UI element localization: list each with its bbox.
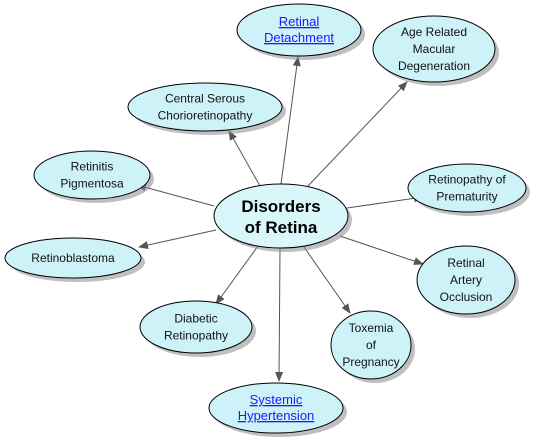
node-label-diabetic-retinopathy-line-1: Diabetic	[174, 312, 217, 326]
node-shape-central-serous-chorioretinopathy	[127, 82, 283, 132]
node-label-toxemia-of-pregnancy-line-1: Toxemia	[349, 321, 394, 335]
node-label-toxemia-of-pregnancy-line-2: of	[366, 338, 377, 352]
connector-age-related-macular-degeneration	[306, 81, 408, 188]
node-label-toxemia-of-pregnancy-line-3: Pregnancy	[342, 355, 399, 369]
node-label-diabetic-retinopathy-line-2: Retinopathy	[164, 329, 228, 343]
node-label-systemic-hypertension-line-2[interactable]: Hypertension	[238, 408, 315, 423]
node-label-retinopathy-of-prematurity-line-1: Retinopathy of	[428, 173, 506, 187]
node-shape-systemic-hypertension[interactable]	[208, 382, 344, 434]
node-label-retinopathy-of-prematurity-line-2: Prematurity	[436, 190, 497, 204]
node-shape-retinitis-pigmentosa	[33, 150, 151, 200]
node-label-central-serous-chorioretinopathy-line-2: Chorioretinopathy	[158, 109, 253, 123]
connector-retinal-detachment	[280, 56, 301, 185]
node-label-retinitis-pigmentosa-line-1: Retinitis	[71, 160, 114, 174]
node-label-age-related-macular-degeneration-line-3: Degeneration	[398, 59, 470, 73]
central-topic-line-1: Disorders	[241, 197, 320, 216]
node-label-systemic-hypertension-line-1[interactable]: Systemic	[250, 392, 303, 407]
connector-toxemia-of-pregnancy	[303, 246, 351, 314]
connector-lines	[136, 56, 424, 382]
central-topic: Disorders of Retina	[213, 183, 352, 252]
connector-retinopathy-of-prematurity	[346, 194, 424, 209]
node-shape-retinoblastoma	[4, 237, 142, 279]
node-label-retinal-artery-occlusion-line-1: Retinal	[447, 256, 484, 270]
node-shape-retinal-artery-occlusion	[416, 245, 516, 315]
node-shape-retinopathy-of-prematurity	[407, 163, 527, 213]
node-shape-diabetic-retinopathy	[139, 300, 253, 354]
node-shape-age-related-macular-degeneration	[372, 15, 496, 83]
connector-central-serous-chorioretinopathy	[228, 130, 261, 187]
node-retinoblastoma: Retinoblastoma	[4, 237, 145, 282]
node-label-central-serous-chorioretinopathy-line-1: Central Serous	[165, 92, 245, 106]
connector-retinoblastoma	[138, 229, 217, 249]
node-label-retinal-artery-occlusion-line-2: Artery	[450, 273, 482, 287]
node-label-retinal-detachment-line-1[interactable]: Retinal	[279, 14, 320, 29]
connector-diabetic-retinopathy	[215, 245, 259, 305]
connector-retinitis-pigmentosa	[136, 183, 215, 207]
node-label-age-related-macular-degeneration-line-2: Macular	[413, 42, 456, 56]
node-label-retinoblastoma-line-1: Retinoblastoma	[31, 251, 115, 265]
node-shape-retinal-detachment[interactable]	[236, 3, 362, 57]
node-label-age-related-macular-degeneration-line-1: Age Related	[401, 25, 467, 39]
node-retinopathy-of-prematurity: Retinopathy of Prematurity	[407, 163, 530, 216]
central-topic-shape	[213, 183, 349, 249]
connector-systemic-hypertension	[275, 247, 284, 382]
node-label-retinal-artery-occlusion-line-3: Occlusion	[440, 290, 493, 304]
node-shape-toxemia-of-pregnancy	[330, 310, 412, 380]
node-label-retinitis-pigmentosa-line-2: Pigmentosa	[60, 177, 124, 191]
node-label-retinal-detachment-line-2[interactable]: Detachment	[264, 30, 334, 45]
connector-retinal-artery-occlusion	[339, 235, 424, 265]
central-topic-line-2: of Retina	[245, 218, 318, 237]
